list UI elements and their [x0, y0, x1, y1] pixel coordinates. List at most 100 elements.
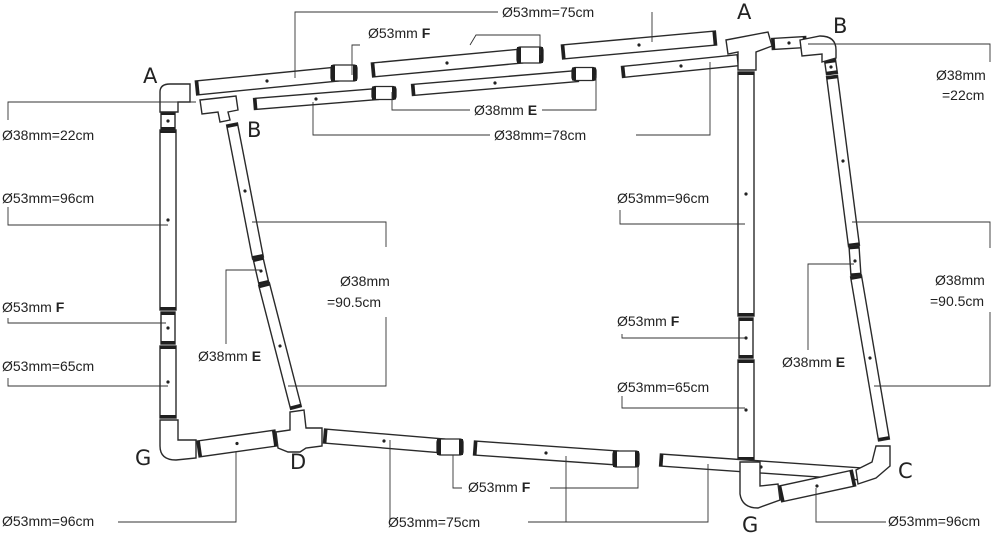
leader-top-75: [294, 11, 653, 78]
left-brace-upper: [225, 122, 265, 260]
left-upright-top: [159, 129, 177, 311]
label-left-d53-65: Ø53mm=65cm: [2, 358, 94, 374]
label-top-d38-78: Ø38mm=78cm: [494, 127, 586, 143]
label-left-d38-22: Ø38mm=22cm: [2, 127, 94, 143]
top-sleeve-e-right-band-right: [592, 67, 596, 81]
leader-bottom-f: [452, 455, 639, 489]
corner-letter-g-right: G: [742, 513, 758, 535]
corner-letter-g-left: G: [135, 446, 151, 470]
label-left-brace-e: Ø38mm E: [198, 348, 261, 364]
leader-mid-96: [619, 210, 745, 225]
corner-a-right-joint: [725, 31, 773, 71]
top-sleeve-e-left-band-left: [372, 86, 376, 100]
top-rail-back-right: [620, 53, 742, 79]
label-right-brace-line2: =90.5cm: [930, 293, 984, 309]
leader-right-brace: [852, 221, 991, 387]
top-rail-front-right: [560, 30, 718, 60]
leader-top-e: [391, 75, 597, 111]
label-left-d53-f: Ø53mm F: [2, 299, 65, 315]
mid-upright-bottom: [737, 359, 755, 461]
bottom-front-mid: [472, 440, 620, 466]
top-rail-front-mid: [370, 48, 524, 78]
corner-g-left-joint: [159, 419, 197, 461]
corner-letter-d: D: [290, 450, 306, 474]
corner-b-left-joint: [199, 95, 239, 123]
leader-bottom-75: [389, 440, 709, 523]
label-left-brace-line2: =90.5cm: [327, 294, 381, 310]
label-left-brace-line1: Ø38mm: [340, 273, 390, 289]
label-bottom-right-d53-96: Ø53mm=96cm: [888, 513, 980, 529]
label-right-d38-22-line2: =22cm: [942, 87, 984, 103]
dimension-labels: Ø53mm=75cm Ø53mm F Ø38mm E Ø38mm=78cm Ø3…: [2, 4, 986, 530]
bottom-right-tube: [777, 469, 857, 503]
bottom-front-left: [322, 428, 446, 454]
right-short-d38: [823, 58, 839, 76]
bottom-sleeve-f-right-band-left: [613, 451, 617, 467]
leader-mid-65: [621, 396, 745, 409]
leader-right-22: [808, 43, 991, 62]
left-brace-connector: [252, 256, 270, 286]
left-connector-f: [160, 311, 176, 345]
label-top-d53-75: Ø53mm=75cm: [502, 4, 594, 20]
mid-upright-top: [737, 71, 755, 317]
top-sleeve-f-left-band-right: [353, 65, 357, 81]
corner-letter-a-left: A: [143, 64, 158, 88]
leader-mid-f: [621, 334, 745, 339]
leader-left-brace-e: [225, 269, 260, 344]
corner-a-left-joint: [159, 83, 191, 113]
frame-joints: [159, 31, 891, 509]
leader-right-brace-e: [807, 263, 854, 350]
leader-bottom-left-96: [118, 452, 237, 523]
left-brace-lower: [257, 281, 303, 411]
right-brace-upper: [825, 74, 861, 248]
label-mid-d53-96: Ø53mm=96cm: [617, 190, 709, 206]
label-right-brace-line1: Ø38mm: [935, 272, 985, 288]
corner-letters: A A B B C D G G: [135, 0, 913, 535]
left-upright-bottom: [159, 345, 177, 419]
label-right-brace-e: Ø38mm E: [782, 354, 845, 370]
top-rail-back-mid: [410, 69, 580, 97]
leader-bottom-right-96: [815, 488, 886, 523]
label-mid-d53-65: Ø53mm=65cm: [617, 379, 709, 395]
top-sleeve-e-right-band-left: [572, 67, 576, 81]
corner-b-right-joint: [799, 35, 837, 63]
leader-left-65: [7, 378, 168, 387]
label-bottom-d53-f: Ø53mm F: [468, 479, 531, 495]
bottom-sleeve-f-right-band-right: [635, 451, 639, 467]
bottom-sleeve-f-left-band-right: [459, 439, 463, 455]
top-rail-front-left: [194, 66, 340, 96]
label-bottom-d53-75: Ø53mm=75cm: [388, 514, 480, 530]
label-bottom-left-d53-96: Ø53mm=96cm: [2, 513, 94, 529]
frame-tubes: [159, 30, 891, 503]
corner-letter-b-left: B: [247, 118, 261, 142]
leader-left-f: [7, 318, 166, 324]
bottom-left-tube: [196, 429, 278, 458]
top-sleeve-e-left-band-right: [392, 86, 396, 100]
corner-g-right-joint: [739, 461, 781, 509]
corner-d-joint: [275, 409, 323, 453]
top-sleeve-f-right-band-right: [539, 47, 543, 63]
leader-top-f: [351, 34, 541, 75]
corner-letter-a-right: A: [737, 0, 752, 24]
right-brace-lower: [849, 274, 891, 442]
right-brace-connector: [848, 244, 862, 278]
label-mid-d53-f: Ø53mm F: [617, 313, 680, 329]
corner-letter-b-right: B: [833, 14, 847, 38]
leader-top-78: [312, 62, 711, 136]
label-top-d53-f: Ø53mm F: [368, 25, 431, 41]
leader-left-brace: [252, 221, 387, 387]
label-left-d53-96: Ø53mm=96cm: [2, 190, 94, 206]
leader-left-96: [7, 207, 168, 226]
mid-connector-f: [738, 317, 754, 359]
label-top-d38-e: Ø38mm E: [474, 102, 537, 118]
top-sleeve-f-right-band-left: [517, 47, 521, 63]
bottom-sleeve-f-left-band-left: [437, 439, 441, 455]
corner-letter-c: C: [898, 459, 913, 483]
top-sleeve-f-left-band-left: [331, 65, 335, 81]
leader-left-22: [7, 101, 196, 120]
corner-c-joint: [855, 445, 891, 485]
label-right-d38-22-line1: Ø38mm: [936, 67, 986, 83]
left-short-d38: [160, 111, 176, 131]
